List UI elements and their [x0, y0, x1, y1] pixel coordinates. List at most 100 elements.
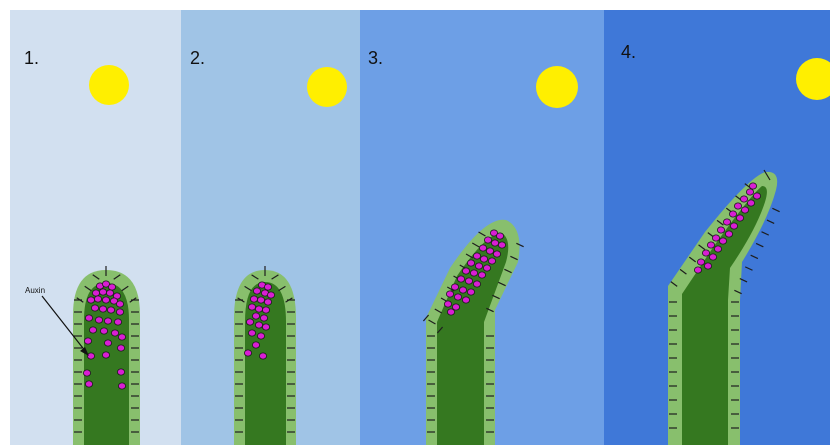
auxin-particle: [118, 383, 125, 389]
panel-3-number: 3.: [368, 48, 383, 68]
auxin-particle: [446, 291, 453, 297]
panel-4-number: 4.: [621, 42, 636, 62]
auxin-particle: [85, 381, 92, 387]
auxin-particle: [111, 330, 118, 336]
auxin-particle: [467, 289, 474, 295]
auxin-particle: [106, 290, 113, 296]
auxin-particle: [473, 281, 480, 287]
auxin-particle: [694, 267, 701, 273]
auxin-particle: [717, 227, 724, 233]
sun-2: [307, 67, 347, 107]
auxin-particle: [252, 313, 259, 319]
auxin-particle: [104, 318, 111, 324]
auxin-particle: [94, 296, 101, 302]
auxin-particle: [267, 292, 274, 298]
auxin-particle: [108, 284, 115, 290]
auxin-particle: [87, 297, 94, 303]
auxin-particle: [255, 306, 262, 312]
sun-1: [89, 65, 129, 105]
auxin-particle: [253, 288, 260, 294]
auxin-particle: [462, 297, 469, 303]
auxin-particle: [753, 193, 760, 199]
auxin-particle: [246, 319, 253, 325]
auxin-particle: [741, 207, 748, 213]
auxin-particle: [467, 260, 474, 266]
auxin-particle: [244, 350, 251, 356]
auxin-particle: [91, 305, 98, 311]
auxin-particle: [259, 353, 266, 359]
auxin-particle: [255, 322, 262, 328]
auxin-particle: [87, 353, 94, 359]
auxin-particle: [712, 235, 719, 241]
auxin-particle: [252, 342, 259, 348]
auxin-particle: [483, 265, 490, 271]
auxin-particle: [725, 231, 732, 237]
auxin-particle: [250, 296, 257, 302]
auxin-particle: [100, 328, 107, 334]
auxin-particle: [444, 301, 451, 307]
auxin-label: Auxin: [25, 286, 45, 295]
auxin-particle: [704, 263, 711, 269]
auxin-particle: [262, 307, 269, 313]
auxin-particle: [117, 369, 124, 375]
auxin-particle: [99, 306, 106, 312]
auxin-particle: [478, 272, 485, 278]
auxin-particle: [736, 215, 743, 221]
auxin-particle: [470, 270, 477, 276]
auxin-particle: [116, 309, 123, 315]
auxin-particle: [257, 333, 264, 339]
auxin-particle: [493, 251, 500, 257]
shoot-1: [73, 266, 140, 445]
shoot-2: [234, 266, 296, 445]
auxin-particle: [116, 301, 123, 307]
auxin-particle: [473, 253, 480, 259]
auxin-particle: [117, 345, 124, 351]
auxin-particle: [118, 334, 125, 340]
auxin-particle: [264, 284, 271, 290]
auxin-particle: [498, 242, 505, 248]
auxin-particle: [92, 290, 99, 296]
auxin-particle: [454, 294, 461, 300]
auxin-particle: [734, 203, 741, 209]
panel-1-number: 1.: [24, 48, 39, 68]
auxin-particle: [714, 246, 721, 252]
auxin-particle: [459, 287, 466, 293]
auxin-particle: [102, 352, 109, 358]
auxin-particle: [262, 324, 269, 330]
auxin-particle: [746, 189, 753, 195]
auxin-particle: [107, 307, 114, 313]
auxin-particle: [729, 211, 736, 217]
auxin-particle: [260, 315, 267, 321]
auxin-particle: [264, 299, 271, 305]
panel-2-number: 2.: [190, 48, 205, 68]
auxin-particle: [248, 304, 255, 310]
auxin-particle: [480, 256, 487, 262]
auxin-particle: [747, 200, 754, 206]
auxin-particle: [465, 278, 472, 284]
auxin-particle: [257, 297, 264, 303]
auxin-particle: [709, 254, 716, 260]
auxin-particle: [707, 242, 714, 248]
auxin-particle: [457, 276, 464, 282]
auxin-particle: [484, 237, 491, 243]
auxin-particle: [749, 183, 756, 189]
auxin-particle: [475, 263, 482, 269]
auxin-particle: [104, 340, 111, 346]
auxin-particle: [486, 248, 493, 254]
auxin-particle: [496, 233, 503, 239]
auxin-particle: [84, 338, 91, 344]
auxin-particle: [95, 317, 102, 323]
auxin-particle: [730, 223, 737, 229]
auxin-particle: [451, 284, 458, 290]
auxin-particle: [248, 330, 255, 336]
auxin-particle: [723, 219, 730, 225]
auxin-particle: [719, 238, 726, 244]
sun-3: [536, 66, 578, 108]
auxin-particle: [114, 319, 121, 325]
auxin-particle: [102, 297, 109, 303]
auxin-particle: [697, 259, 704, 265]
auxin-particle: [740, 196, 747, 202]
auxin-particle: [85, 315, 92, 321]
auxin-particle: [491, 240, 498, 246]
auxin-particle: [89, 327, 96, 333]
